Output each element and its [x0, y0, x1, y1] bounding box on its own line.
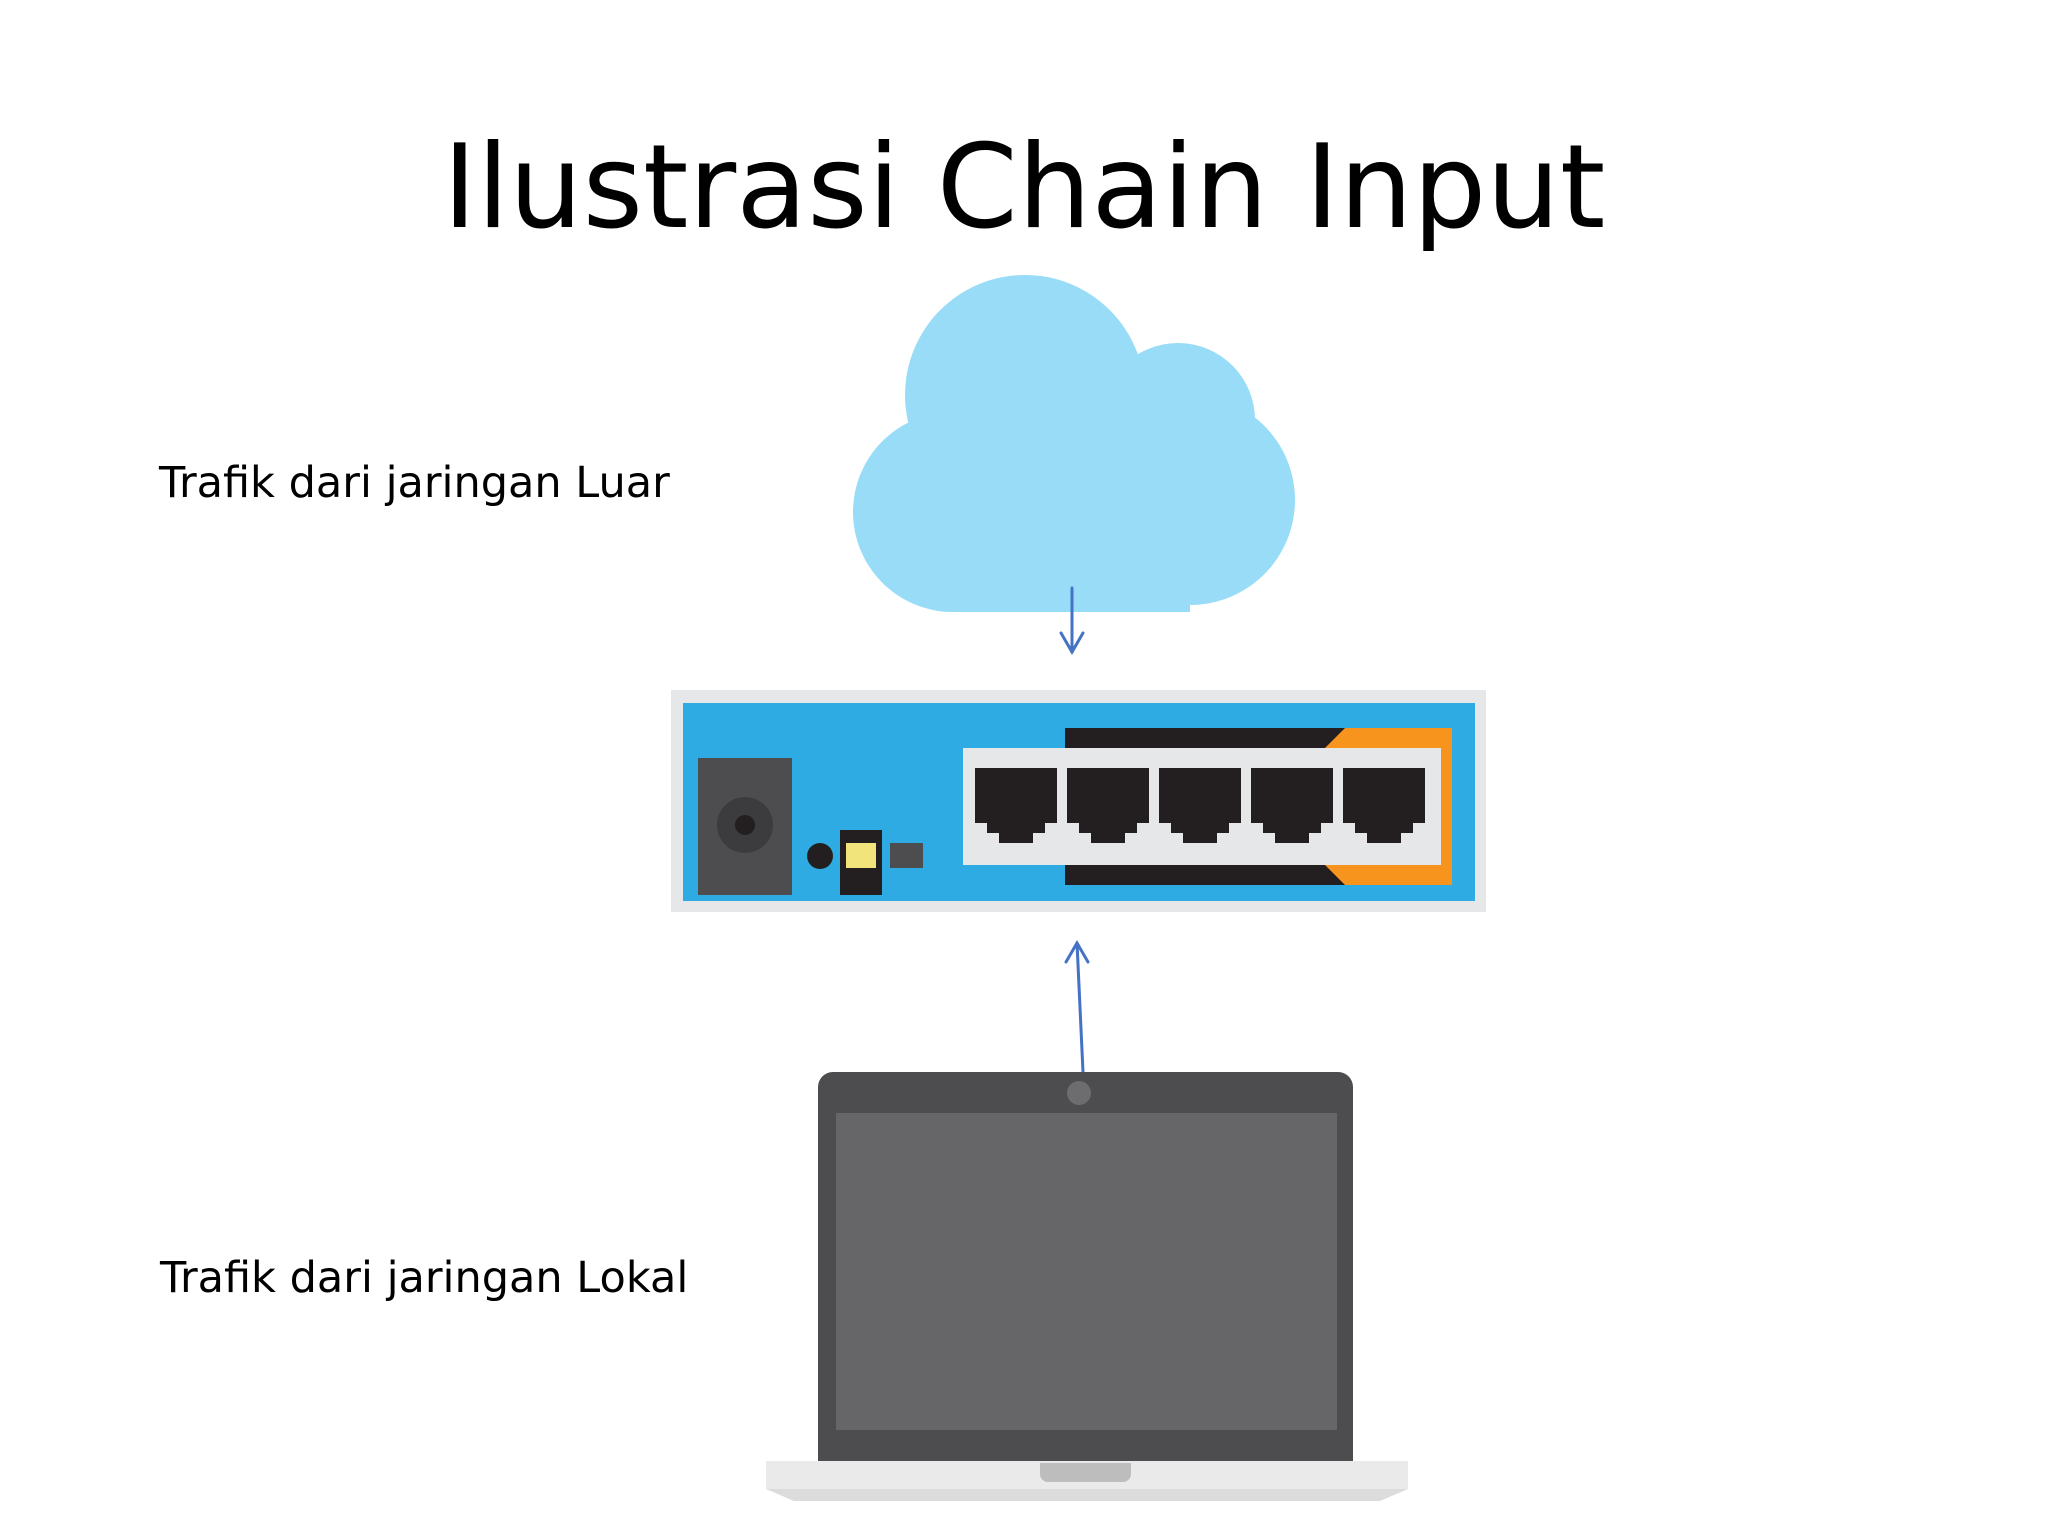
- label-outer-traffic: Trafik dari jaringan Luar: [159, 458, 670, 508]
- cloud-icon: [853, 275, 1295, 612]
- laptop-icon: [766, 1072, 1408, 1501]
- arrow-cloud-to-router: [1059, 586, 1085, 655]
- router-icon: [671, 690, 1486, 912]
- slide-title: Ilustrasi Chain Input: [442, 120, 1606, 255]
- label-local-traffic: Trafik dari jaringan Lokal: [160, 1253, 689, 1303]
- arrow-laptop-to-router: [1064, 940, 1090, 1074]
